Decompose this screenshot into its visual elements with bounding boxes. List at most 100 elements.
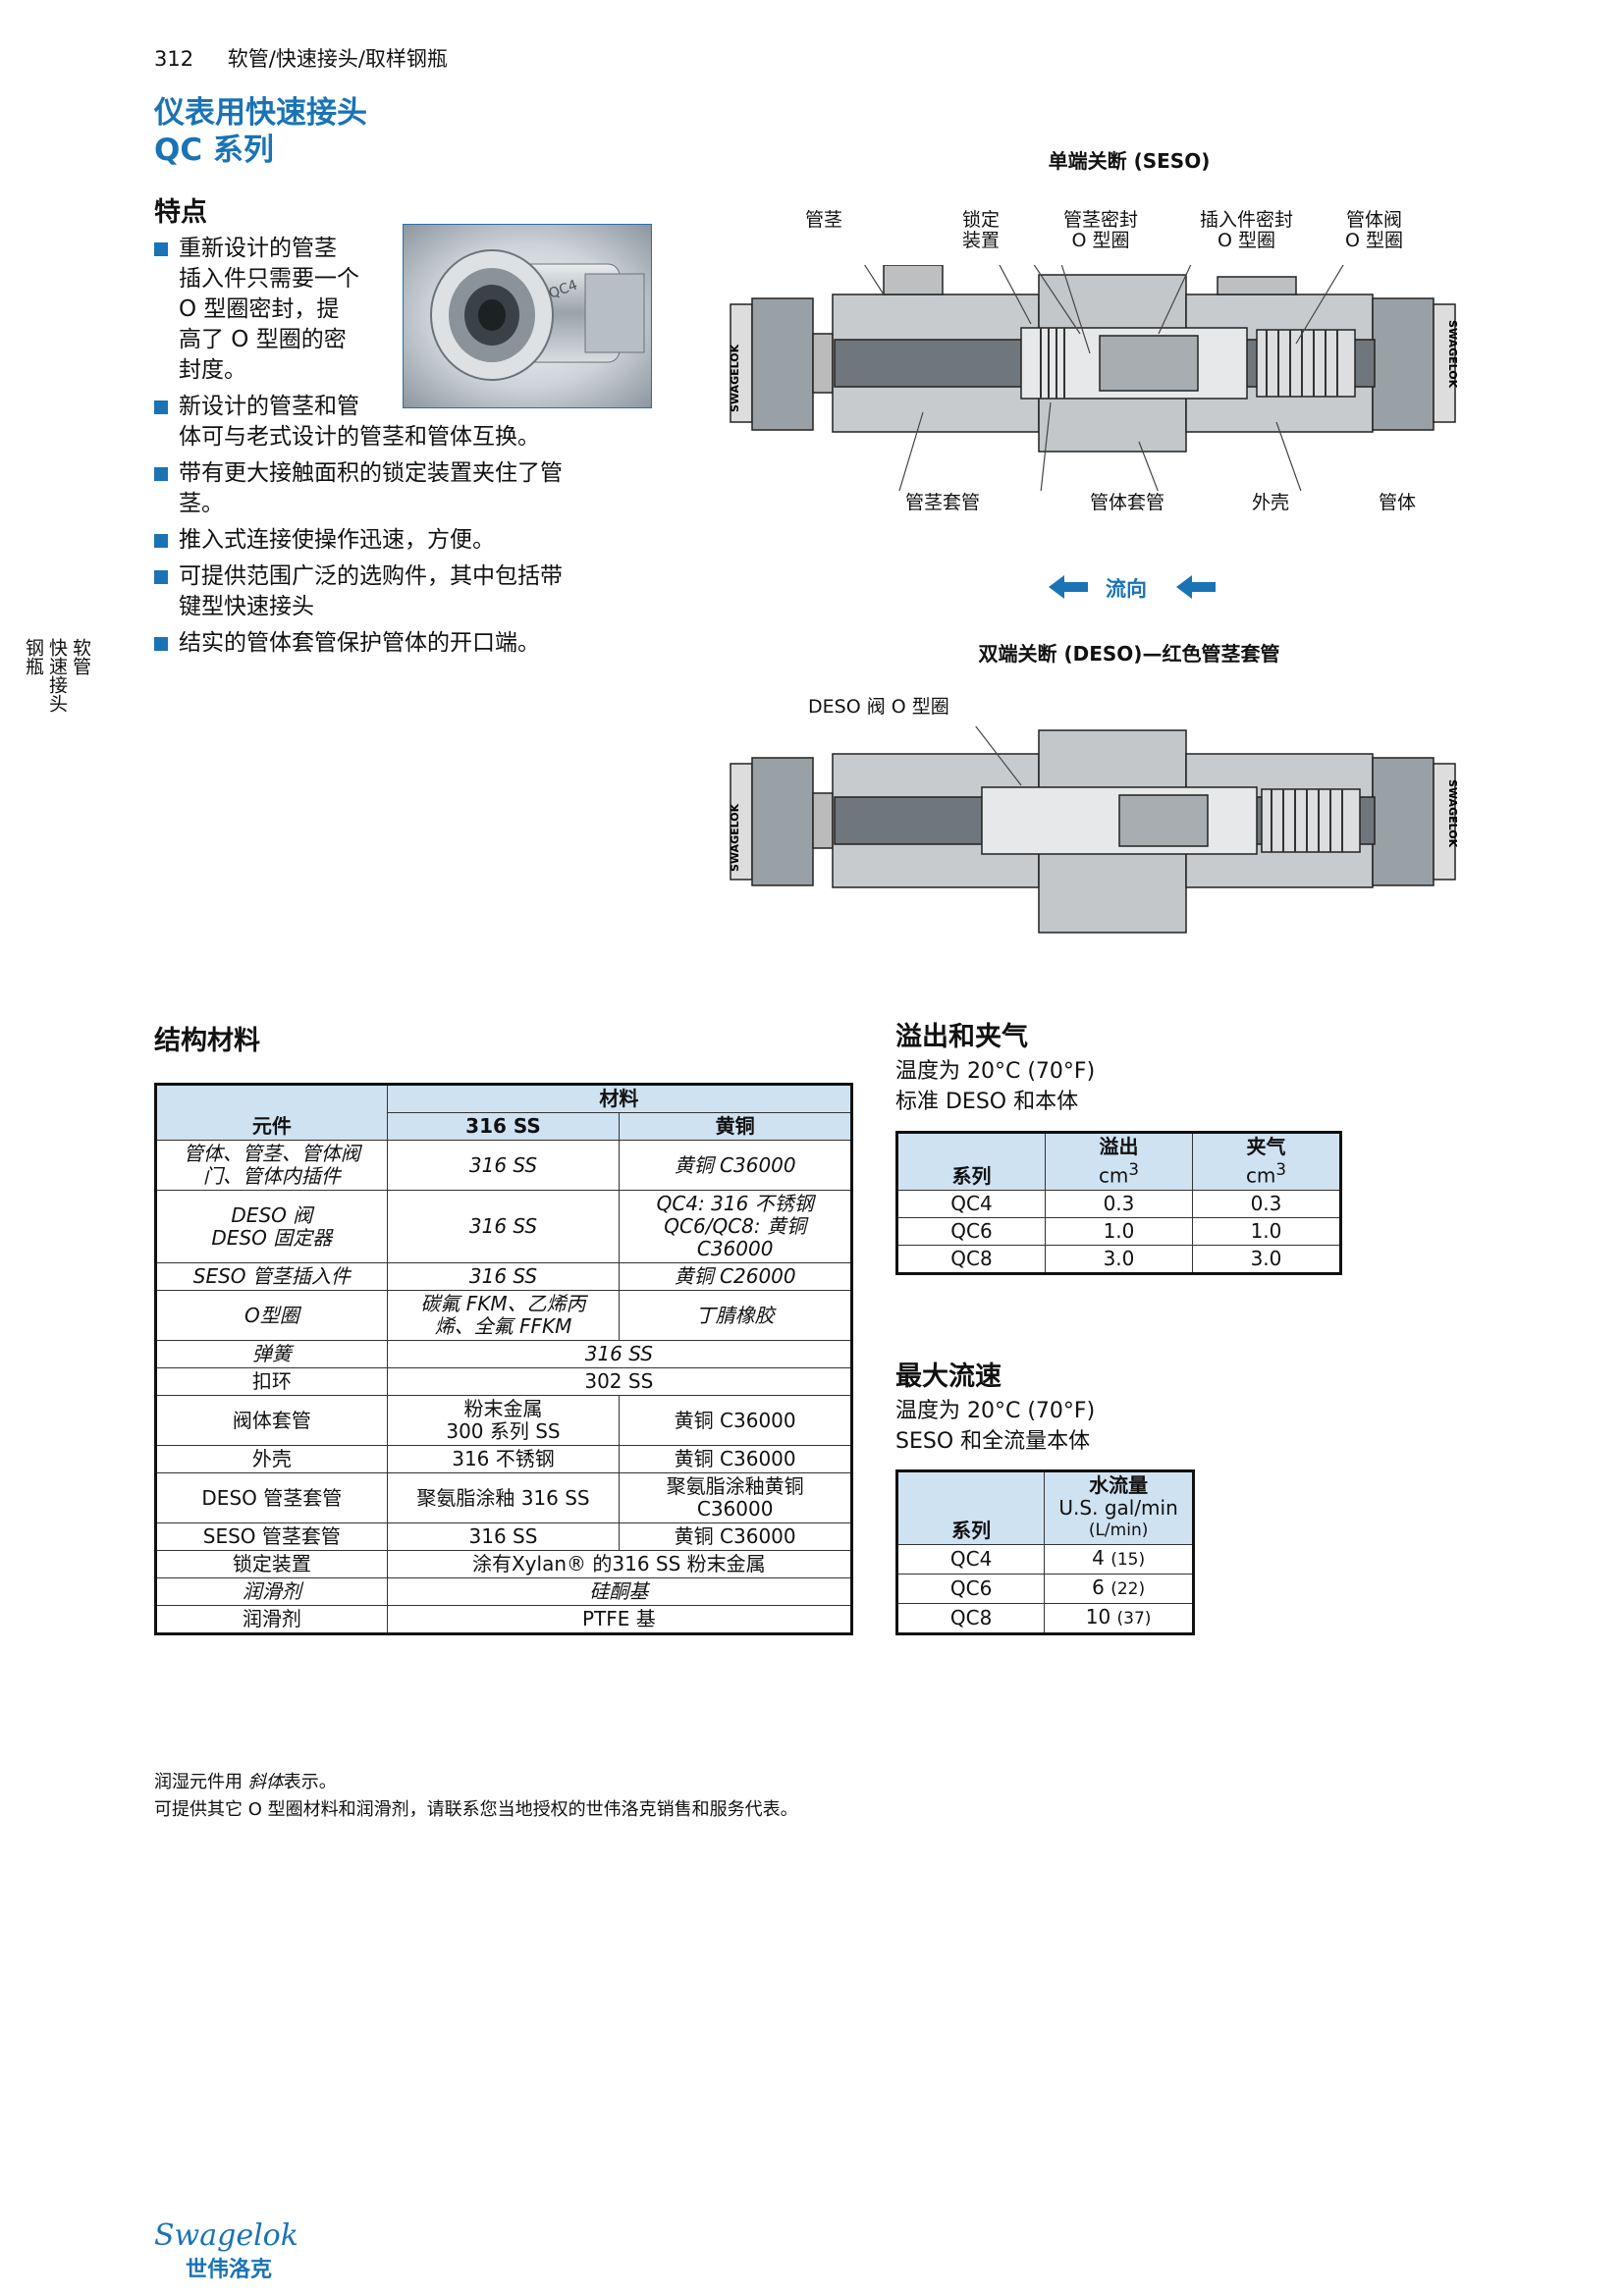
- cell-flow: 6 (22): [1044, 1574, 1194, 1604]
- section-title: 软管/快速接头/取样钢瓶: [227, 47, 448, 71]
- cell-material: 316 SS: [386, 1340, 853, 1368]
- bullet-square-icon: [154, 570, 168, 584]
- flow-lmin: (37): [1116, 1609, 1152, 1629]
- header-material: 材料: [386, 1084, 853, 1113]
- cell-material: 涂有Xylan® 的316 SS 粉末金属: [386, 1550, 853, 1578]
- seso-title: 单端关断 (SESO): [1048, 149, 1211, 173]
- header-series: 系列: [896, 1132, 1046, 1191]
- header-spill-label: 溢出: [1099, 1135, 1139, 1158]
- label-stem: 管茎: [805, 209, 843, 231]
- spillage-line-1: 温度为 20°C (70°F): [895, 1059, 1096, 1084]
- materials-note-1: 润湿元件用 斜体表示。: [154, 1769, 337, 1796]
- flow-lmin: (15): [1110, 1550, 1146, 1570]
- features-heading: 特点: [154, 197, 207, 228]
- label-deso-valve: DESO 阀 O 型圈: [808, 696, 949, 718]
- label-stem-sleeve: 管茎套管: [905, 492, 981, 513]
- feature-item: 带有更大接触面积的锁定装置夹住了管 茎。: [154, 458, 596, 519]
- cell-component: 扣环: [155, 1367, 388, 1396]
- table-row: 润滑剂硅酮基: [155, 1577, 853, 1606]
- cell-component: 阀体套管: [155, 1395, 388, 1446]
- feature-text: 推入式连接使操作迅速，方便。: [179, 527, 495, 553]
- feature-item: 可提供范围广泛的选购件，其中包括带 键型快速接头: [154, 561, 596, 622]
- feature-text: 重新设计的管茎 插入件只需要一个 O 型圈密封，提 高了 O 型圈的密 封度。: [179, 236, 359, 383]
- title-line-2: QC 系列: [154, 133, 274, 168]
- bullet-square-icon: [154, 467, 168, 481]
- brand-mark: SWAGELOK: [729, 344, 741, 412]
- note-italic-word: 斜体: [247, 1772, 284, 1792]
- label-shell: 外壳: [1252, 492, 1290, 513]
- header-air-label: 夹气: [1246, 1135, 1286, 1158]
- cell-series: QC4: [895, 1544, 1046, 1575]
- cell-ss: 316 SS: [386, 1190, 621, 1263]
- cell-material: 硅酮基: [386, 1577, 853, 1606]
- flow-lmin: (22): [1110, 1579, 1146, 1599]
- bullet-square-icon: [154, 534, 168, 548]
- cell-air: 3.0: [1191, 1244, 1342, 1274]
- page-number: 312: [154, 47, 194, 71]
- cell-brass: 丁腈橡胶: [619, 1290, 852, 1341]
- cell-component: SESO 管茎套管: [155, 1522, 388, 1551]
- flow-direction-label: 流向: [1106, 577, 1147, 601]
- cell-brass: 黄铜 C36000: [619, 1522, 852, 1551]
- flow-gal: 6: [1092, 1575, 1105, 1599]
- bullet-square-icon: [154, 242, 168, 256]
- cell-component: 外壳: [155, 1445, 388, 1473]
- cell-ss: 316 SS: [386, 1262, 621, 1291]
- cell-flow: 4 (15): [1044, 1544, 1194, 1575]
- label-body: 管体: [1379, 492, 1417, 513]
- spillage-heading: 溢出和夹气: [895, 1022, 1028, 1052]
- header-series: 系列: [895, 1470, 1046, 1545]
- cell-spill: 0.3: [1045, 1189, 1193, 1218]
- label-stem-seal: 管茎密封 O 型圈: [1063, 209, 1139, 251]
- header-unit-lmin: (L/min): [1088, 1521, 1149, 1540]
- cell-component: DESO 阀 DESO 固定器: [155, 1190, 388, 1263]
- product-photo: QC4: [403, 224, 652, 408]
- flow-gal: 10: [1085, 1605, 1111, 1629]
- deso-cross-section: SWAGELOK SWAGELOK: [729, 726, 1459, 934]
- cell-component: DESO 管茎套管: [155, 1472, 388, 1523]
- cell-brass: QC4: 316 不锈钢 QC6/QC8: 黄铜 C36000: [619, 1190, 852, 1263]
- bullet-square-icon: [154, 400, 168, 414]
- cell-series: QC6: [895, 1574, 1046, 1604]
- page-header: 312 软管/快速接头/取样钢瓶: [154, 43, 448, 73]
- header-ss: 316 SS: [386, 1112, 621, 1141]
- feature-item: 重新设计的管茎 插入件只需要一个 O 型圈密封，提 高了 O 型圈的密 封度。: [154, 234, 400, 386]
- spillage-condition: 温度为 20°C (70°F) 标准 DESO 和本体: [895, 1056, 1095, 1117]
- flowrate-condition: 温度为 20°C (70°F) SESO 和全流量本体: [895, 1396, 1095, 1457]
- side-tab-line: 软管: [70, 638, 91, 675]
- feature-item: 推入式连接使操作迅速，方便。: [154, 525, 596, 556]
- bullet-square-icon: [154, 637, 168, 651]
- cell-spill: 3.0: [1045, 1244, 1193, 1274]
- cell-air: 0.3: [1191, 1189, 1342, 1218]
- flow-gal: 4: [1092, 1546, 1105, 1570]
- unit-sup: 3: [1275, 1160, 1287, 1179]
- cell-series: QC8: [896, 1244, 1046, 1274]
- header-spill-unit: cm3: [1050, 1158, 1188, 1188]
- cell-ss: 316 SS: [386, 1522, 621, 1551]
- left-arrow-icon: [1049, 575, 1088, 599]
- table-header-row: 元件 材料: [155, 1084, 853, 1141]
- brand-mark: SWAGELOK: [1446, 779, 1459, 848]
- label-body-valve: 管体阀 O 型圈: [1345, 209, 1403, 251]
- quick-connect-photo-illustration: QC4: [430, 249, 645, 381]
- cell-brass: 黄铜 C36000: [619, 1140, 852, 1191]
- cell-air: 1.0: [1191, 1216, 1342, 1246]
- label-locking: 锁定 装置: [962, 209, 1001, 251]
- header-component: 元件: [155, 1084, 388, 1141]
